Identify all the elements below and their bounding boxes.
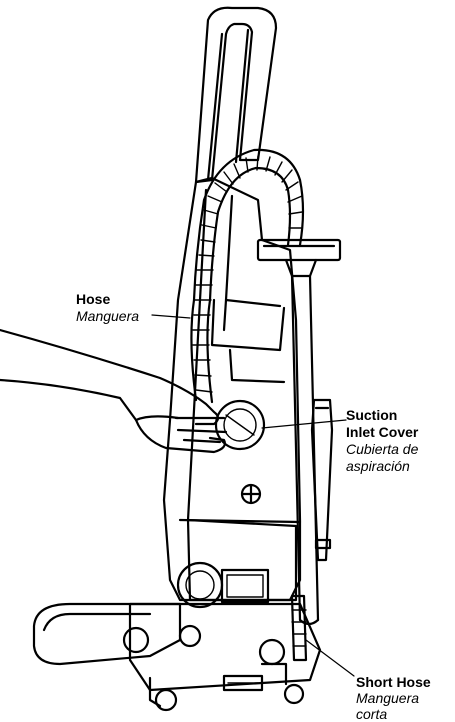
motor-housing (176, 518, 298, 609)
hose (190, 148, 305, 404)
crevice-tool (310, 398, 334, 562)
suction-inlet-cover-label: Suction Inlet Cover Cubierta de aspiraci… (346, 407, 418, 475)
suction-label-es-line2: aspiración (346, 458, 410, 474)
handle (194, 6, 278, 184)
short-hose-label-es-line2: corta (356, 706, 388, 722)
short-hose-label: Short Hose Manguera corta (356, 674, 431, 722)
short-hose-leader-line (305, 639, 355, 677)
suction-label-es-line1: Cubierta de (346, 441, 419, 457)
suction-inlet-leader-line (261, 419, 347, 429)
hose-label-es: Manguera (76, 308, 140, 324)
leader-lines (151, 314, 355, 677)
hose-label-en: Hose (76, 291, 111, 307)
hose-label: Hose Manguera (76, 291, 139, 325)
short-hose-label-es-line1: Manguera (356, 690, 420, 706)
plus-button-icon (240, 483, 262, 505)
hand-illustration (0, 328, 228, 454)
short-hose-label-en: Short Hose (356, 674, 431, 690)
hose-leader-line (151, 314, 191, 319)
suction-inlet-cover (214, 399, 266, 451)
suction-label-en-line1: Suction (346, 407, 398, 423)
base-nozzle (32, 602, 322, 712)
suction-label-en-line2: Inlet Cover (346, 424, 419, 440)
upholstery-tool (256, 238, 342, 278)
